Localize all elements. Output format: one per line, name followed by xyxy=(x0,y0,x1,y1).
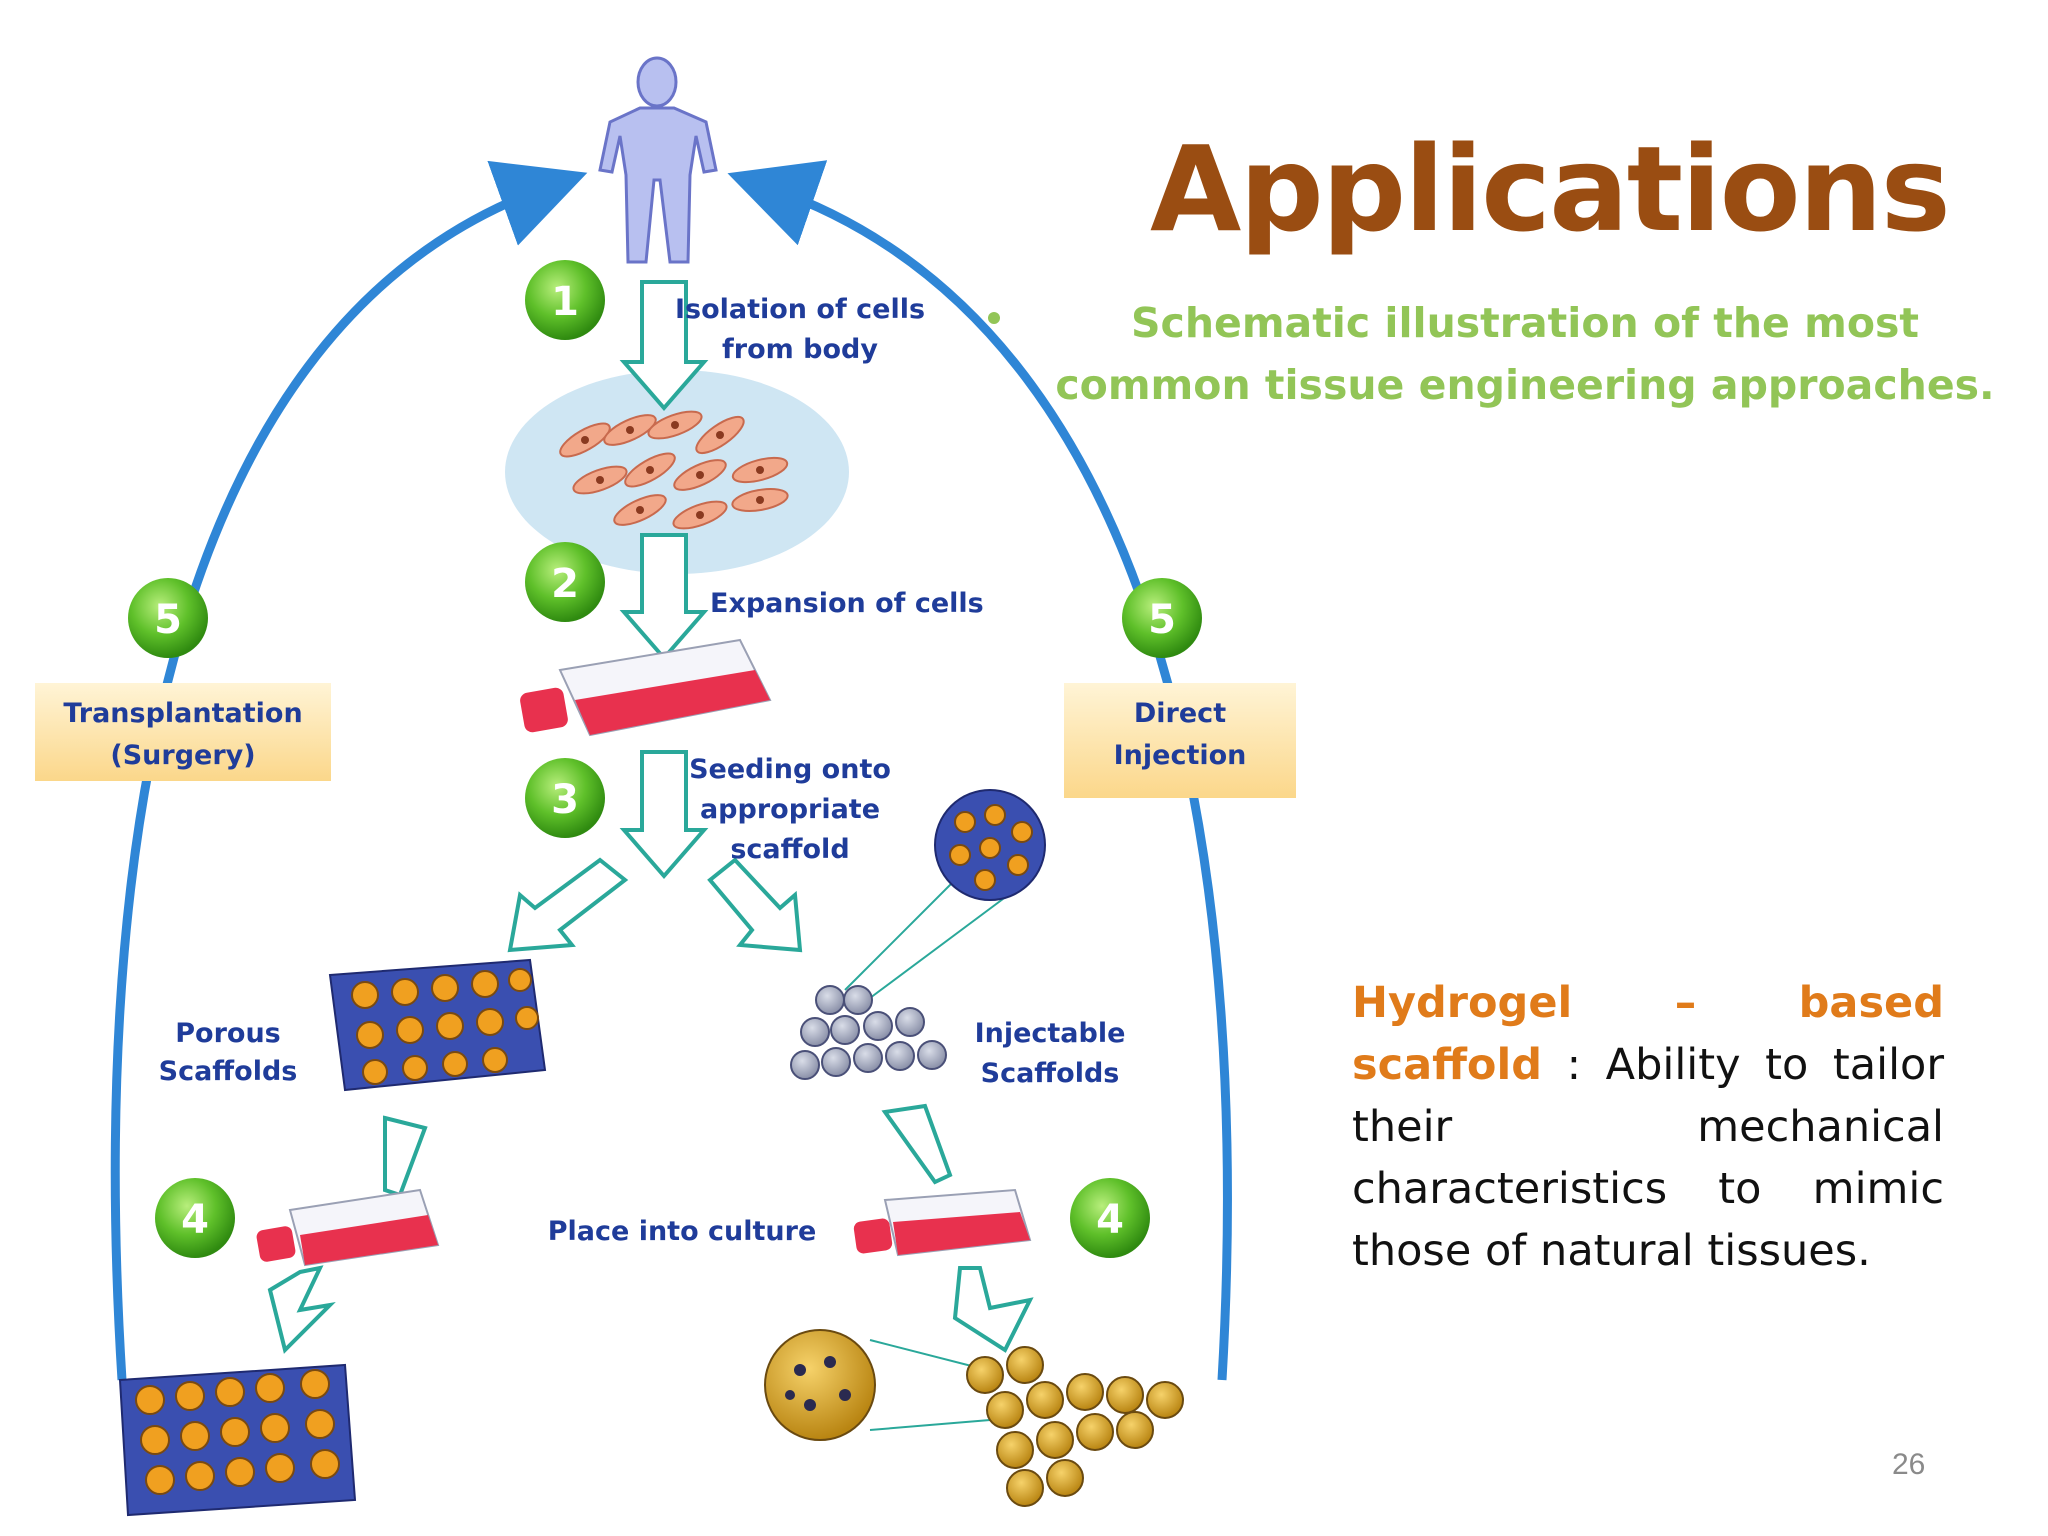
injectable-beads xyxy=(790,985,947,1080)
description-highlight: Hydrogel – based scaffold xyxy=(1352,978,1944,1090)
step-5-right-number: 5 xyxy=(1148,597,1176,643)
tissue-engineering-diagram: 1 Isolation of cells from body 2 Expansi… xyxy=(35,56,1296,1517)
engineered-tissue-porous xyxy=(118,1363,357,1517)
step3-arrow xyxy=(619,750,709,880)
direct-injection-box xyxy=(1064,683,1296,798)
hydrogel-magnified-view xyxy=(844,789,1046,999)
step-3-number: 3 xyxy=(551,777,579,823)
step1-arrow xyxy=(619,280,709,412)
left-down-arrow-1 xyxy=(383,1115,428,1198)
slide-subtitle: Schematic illustration of the most commo… xyxy=(1055,299,1995,409)
description-text: : Ability to tailor their mechanical cha… xyxy=(1352,1040,1944,1276)
porous-scaffold xyxy=(328,958,547,1092)
bullet-dot xyxy=(988,312,1000,324)
culture-flask-1 xyxy=(520,638,772,737)
split-arrow-right xyxy=(707,857,803,953)
human-body-icon xyxy=(598,56,718,264)
label-porous-2: Scaffolds xyxy=(159,1056,298,1087)
right-down-arrow-2 xyxy=(952,1266,1034,1353)
step-5-right-badge xyxy=(1122,578,1202,658)
label-direct-1: Direct xyxy=(1134,698,1226,729)
description-paragraph: Hydrogel – based scaffold : Ability to t… xyxy=(1352,972,1944,1282)
step-4-right-number: 4 xyxy=(1096,1197,1124,1243)
label-transplant-2: (Surgery) xyxy=(110,740,255,771)
right-down-arrow-1 xyxy=(881,1103,953,1185)
slide-title: Applications xyxy=(1150,120,1951,258)
label-injectable-1: Injectable xyxy=(975,1018,1126,1049)
label-culture: Place into culture xyxy=(548,1216,817,1247)
cell-isolation-region xyxy=(505,370,849,574)
step-2-badge xyxy=(525,542,605,622)
culture-flask-3 xyxy=(853,1188,1032,1257)
label-seeding-3: scaffold xyxy=(730,834,849,865)
label-transplant-1: Transplantation xyxy=(63,698,302,729)
step-4-left-badge xyxy=(155,1178,235,1258)
label-isolation-2: from body xyxy=(722,334,878,365)
transplantation-box xyxy=(35,683,331,781)
page-number: 26 xyxy=(1892,1448,1926,1481)
step-3-badge xyxy=(525,758,605,838)
label-expansion: Expansion of cells xyxy=(710,588,984,619)
step-1-badge xyxy=(525,260,605,340)
label-seeding-1: Seeding onto xyxy=(689,754,891,785)
label-porous-1: Porous xyxy=(175,1018,281,1049)
step-4-left-number: 4 xyxy=(181,1197,209,1243)
engineered-tissue-injectable xyxy=(764,1329,1184,1507)
step-4-right-badge xyxy=(1070,1178,1150,1258)
step-2-number: 2 xyxy=(551,561,579,607)
label-seeding-2: appropriate xyxy=(700,794,880,825)
step-5-left-badge xyxy=(128,578,208,658)
step-1-number: 1 xyxy=(551,279,579,325)
split-arrow-left xyxy=(507,857,629,953)
culture-flask-2 xyxy=(256,1188,440,1267)
step-5-left-number: 5 xyxy=(154,597,182,643)
left-down-arrow-2 xyxy=(267,1265,336,1354)
label-isolation-1: Isolation of cells xyxy=(675,294,925,325)
step2-arrow xyxy=(619,533,709,662)
label-injectable-2: Scaffolds xyxy=(981,1058,1120,1089)
label-direct-2: Injection xyxy=(1114,740,1247,771)
